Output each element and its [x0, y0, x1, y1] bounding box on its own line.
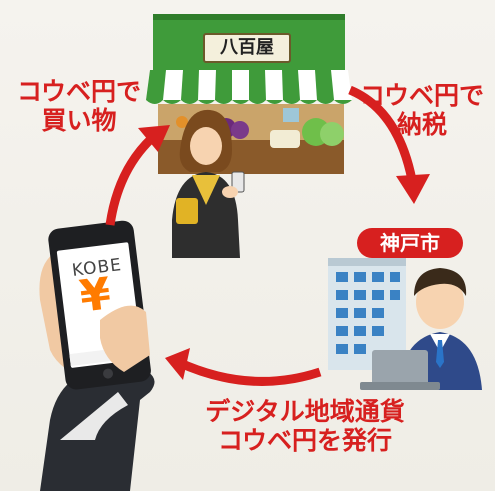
label-line: コウベ円で — [16, 77, 141, 106]
label-issue-digital-currency: デジタル地域通貨 コウベ円を発行 — [155, 397, 455, 456]
label-shop-with-kobe-yen: コウベ円で 買い物 — [4, 77, 154, 136]
label-line: コウベ円で — [359, 81, 484, 110]
city-official-man — [360, 268, 482, 390]
shopping-bag-icon — [176, 198, 198, 224]
label-line: 納税 — [396, 109, 447, 139]
shopper-woman — [172, 109, 245, 258]
scale-icon — [283, 108, 299, 122]
shop-sign: 八百屋 — [203, 33, 291, 63]
label-line: コウベ円を発行 — [217, 425, 392, 455]
label-pay-tax-with-kobe-yen: コウベ円で 納税 — [352, 81, 492, 140]
flow-arrows — [105, 85, 430, 386]
label-line: 買い物 — [41, 105, 117, 135]
arrow-shop-to-city — [348, 85, 417, 181]
shop-awning — [146, 70, 352, 104]
laptop-icon — [372, 350, 428, 386]
arrow-city-to-phone — [176, 357, 322, 386]
city-badge: 神戸市 — [357, 228, 463, 258]
yen-icon: ¥ — [77, 268, 114, 323]
radish-icon — [270, 130, 300, 148]
arrow-phone-to-shop — [105, 134, 156, 226]
label-line: デジタル地域通貨 — [205, 397, 405, 426]
hand-holding-phone — [39, 220, 155, 491]
